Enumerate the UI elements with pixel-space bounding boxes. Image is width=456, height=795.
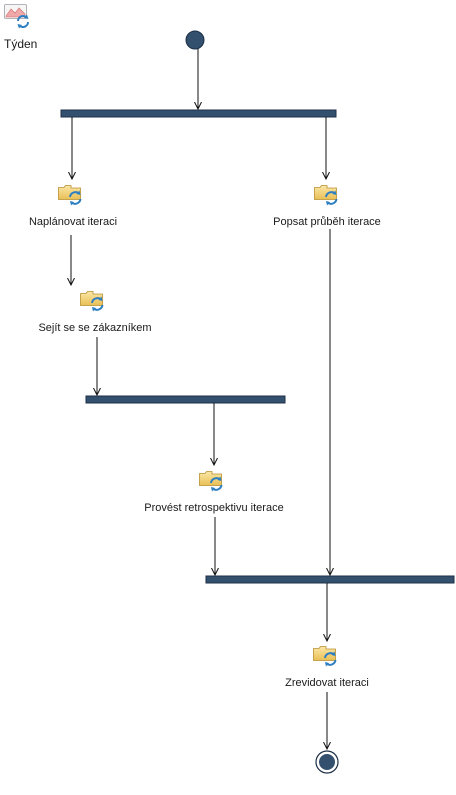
activity-meet-label: Sejít se se zákazníkem [38, 322, 151, 334]
join-bar-1[interactable] [85, 395, 286, 404]
activity-plan-label: Naplánovat iteraci [29, 216, 117, 228]
diagram-title: Týden [4, 37, 37, 51]
activity-icon [198, 470, 223, 493]
activity-icon [57, 184, 82, 207]
activity-meet[interactable]: Sejít se se zákazníkem [38, 290, 152, 335]
final-node[interactable] [315, 750, 339, 774]
join-bar-2[interactable] [205, 575, 455, 584]
fork-bar[interactable] [60, 109, 337, 118]
activity-review[interactable]: Zrevidovat iteraci [285, 645, 369, 690]
activity-icon [312, 645, 337, 668]
activity-retro[interactable]: Provést retrospektivu iterace [144, 470, 284, 515]
activity-diagram-icon [4, 4, 29, 29]
activity-plan[interactable]: Naplánovat iteraci [29, 184, 117, 229]
activity-review-label: Zrevidovat iteraci [285, 677, 369, 689]
initial-node[interactable] [185, 30, 205, 50]
activity-retro-label: Provést retrospektivu iterace [144, 502, 283, 514]
activity-icon [313, 184, 338, 207]
activity-icon [79, 290, 104, 313]
activity-describe-label: Popsat průběh iterace [273, 216, 381, 228]
activity-describe[interactable]: Popsat průběh iterace [273, 184, 381, 229]
